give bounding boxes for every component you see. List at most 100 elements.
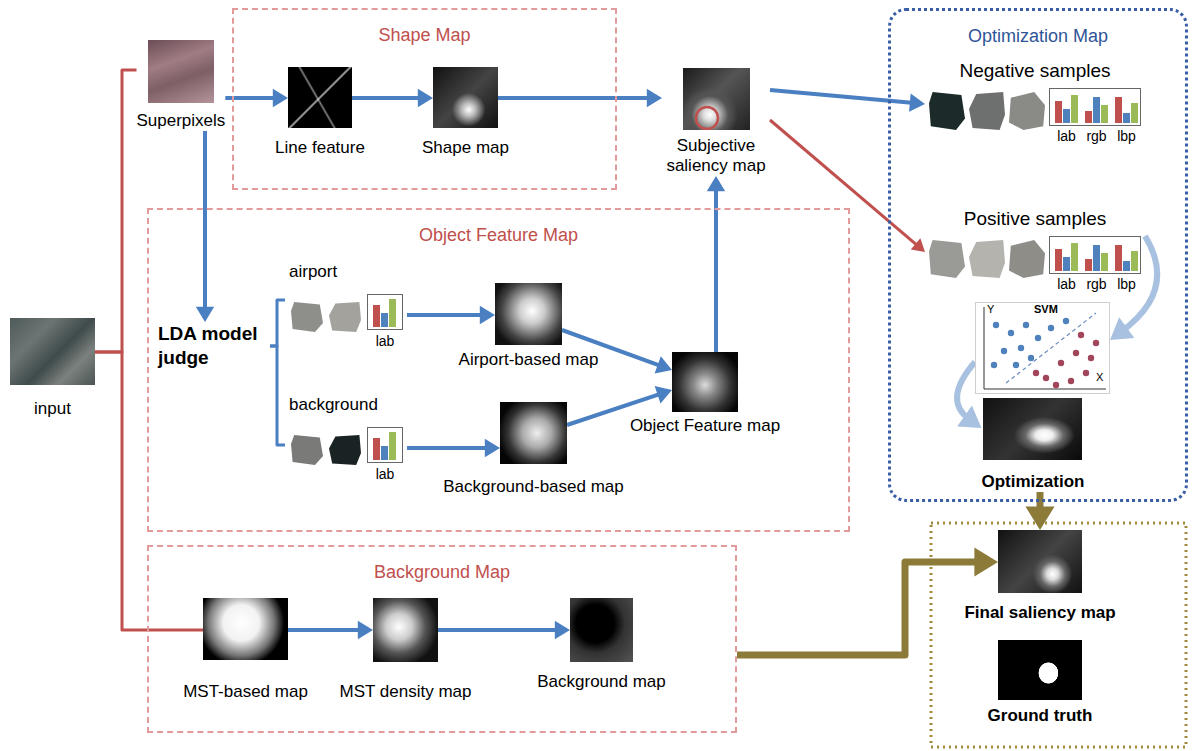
image-node: Background-based map xyxy=(500,402,567,464)
highlight-circle-layer xyxy=(683,68,750,130)
feature-label: lbp xyxy=(1117,276,1136,293)
bar xyxy=(389,432,396,460)
connector xyxy=(288,621,373,639)
arrowhead xyxy=(555,621,570,639)
sample-patch xyxy=(1009,92,1045,130)
connector xyxy=(225,89,288,107)
image-node: Shape map xyxy=(433,67,498,128)
output-frame xyxy=(931,523,1186,747)
data-point xyxy=(1063,318,1069,324)
connector-line xyxy=(770,90,914,103)
connector xyxy=(1025,492,1054,530)
image-node: MST-based map xyxy=(203,598,288,660)
connector xyxy=(352,89,433,107)
thumbnail xyxy=(983,398,1082,460)
svm-chart: YSVMX xyxy=(975,302,1110,394)
bar xyxy=(1063,109,1070,123)
arrowhead xyxy=(655,386,672,403)
sample-patch xyxy=(1009,240,1045,278)
arrowhead xyxy=(957,406,981,428)
arrowhead xyxy=(974,547,998,576)
axis-label-holder: lbp xyxy=(1117,276,1136,293)
image-node: MST density map xyxy=(373,598,438,662)
caption-holder: Final saliency map xyxy=(964,603,1115,623)
heading-holder: background xyxy=(289,395,378,415)
feature-label: lab xyxy=(376,333,395,350)
connector xyxy=(196,131,214,322)
image-node: Airport-based map xyxy=(495,283,562,345)
axis-label-holder: lab xyxy=(1057,128,1076,145)
heading-holder: Negative samples xyxy=(925,60,1145,82)
arrowhead xyxy=(911,238,925,252)
bar-chart xyxy=(367,294,403,330)
group-title: Shape Map xyxy=(234,24,615,46)
axis-label-holder: lbp xyxy=(1117,128,1136,145)
sample-patch xyxy=(929,240,965,278)
bar xyxy=(1101,253,1108,271)
data-point xyxy=(1078,332,1084,338)
axis-label-holder: Y xyxy=(987,303,994,316)
connector xyxy=(1110,236,1157,340)
data-point xyxy=(1058,360,1064,366)
data-point xyxy=(1033,370,1039,376)
class-heading: background xyxy=(289,395,378,415)
bar-chart xyxy=(1049,236,1141,274)
data-point xyxy=(1088,355,1094,361)
bar xyxy=(1063,257,1070,271)
caption-holder: Shape map xyxy=(422,138,509,158)
image-caption: MST density map xyxy=(340,682,472,702)
caption-holder: Line feature xyxy=(275,138,365,158)
connector xyxy=(270,346,285,445)
bar xyxy=(1071,243,1078,271)
bar xyxy=(1131,103,1138,123)
caption-holder: MST-based map xyxy=(183,682,308,702)
image-caption: MST-based map xyxy=(183,682,308,702)
bar xyxy=(373,305,380,327)
caption-holder: input xyxy=(34,399,71,419)
connector xyxy=(737,547,998,655)
connector-line xyxy=(714,187,718,352)
connector-line xyxy=(737,562,981,655)
image-node: Ground truth xyxy=(998,640,1082,700)
feature-label: lab xyxy=(376,466,395,483)
arrowhead xyxy=(358,621,373,639)
bar xyxy=(1085,111,1092,123)
bar xyxy=(381,313,388,327)
image-caption: Airport-based map xyxy=(459,350,599,370)
bar-chart xyxy=(1049,88,1141,126)
connector-line xyxy=(407,313,484,317)
connector-line xyxy=(95,70,137,352)
image-caption: Subjective saliency map xyxy=(662,136,770,176)
feature-label: rgb xyxy=(1086,128,1106,145)
bar xyxy=(1131,251,1138,271)
data-point xyxy=(1018,345,1024,351)
connector xyxy=(770,120,925,252)
arrowhead xyxy=(273,89,288,107)
chart-frame xyxy=(1050,237,1141,274)
bar xyxy=(1093,245,1100,271)
bar xyxy=(1055,249,1062,271)
connector xyxy=(498,89,662,107)
data-point xyxy=(991,362,997,368)
chart-frame xyxy=(368,428,403,463)
heading-holder: Positive samples xyxy=(925,208,1145,230)
image-caption: Line feature xyxy=(275,138,365,158)
sample-set: Positive sampleslabrgblbp xyxy=(925,208,1145,300)
connector xyxy=(707,176,725,352)
arrowhead xyxy=(480,306,495,324)
image-caption: Optimization xyxy=(982,472,1085,492)
data-point xyxy=(1001,348,1007,354)
bar xyxy=(1123,261,1130,271)
axis-label-holder: X xyxy=(1096,371,1103,384)
data-point xyxy=(1073,350,1079,356)
group-box: Optimization MapNegative sampleslabrgblb… xyxy=(888,8,1188,502)
arrowhead xyxy=(707,176,725,191)
connector-line xyxy=(498,96,651,100)
data-point xyxy=(1013,362,1019,368)
chart-frame xyxy=(368,295,403,330)
connector-line xyxy=(407,446,489,450)
sample-patch xyxy=(291,435,323,465)
image-caption: Shape map xyxy=(422,138,509,158)
sample-patch xyxy=(329,435,361,465)
connector-line xyxy=(270,300,285,346)
